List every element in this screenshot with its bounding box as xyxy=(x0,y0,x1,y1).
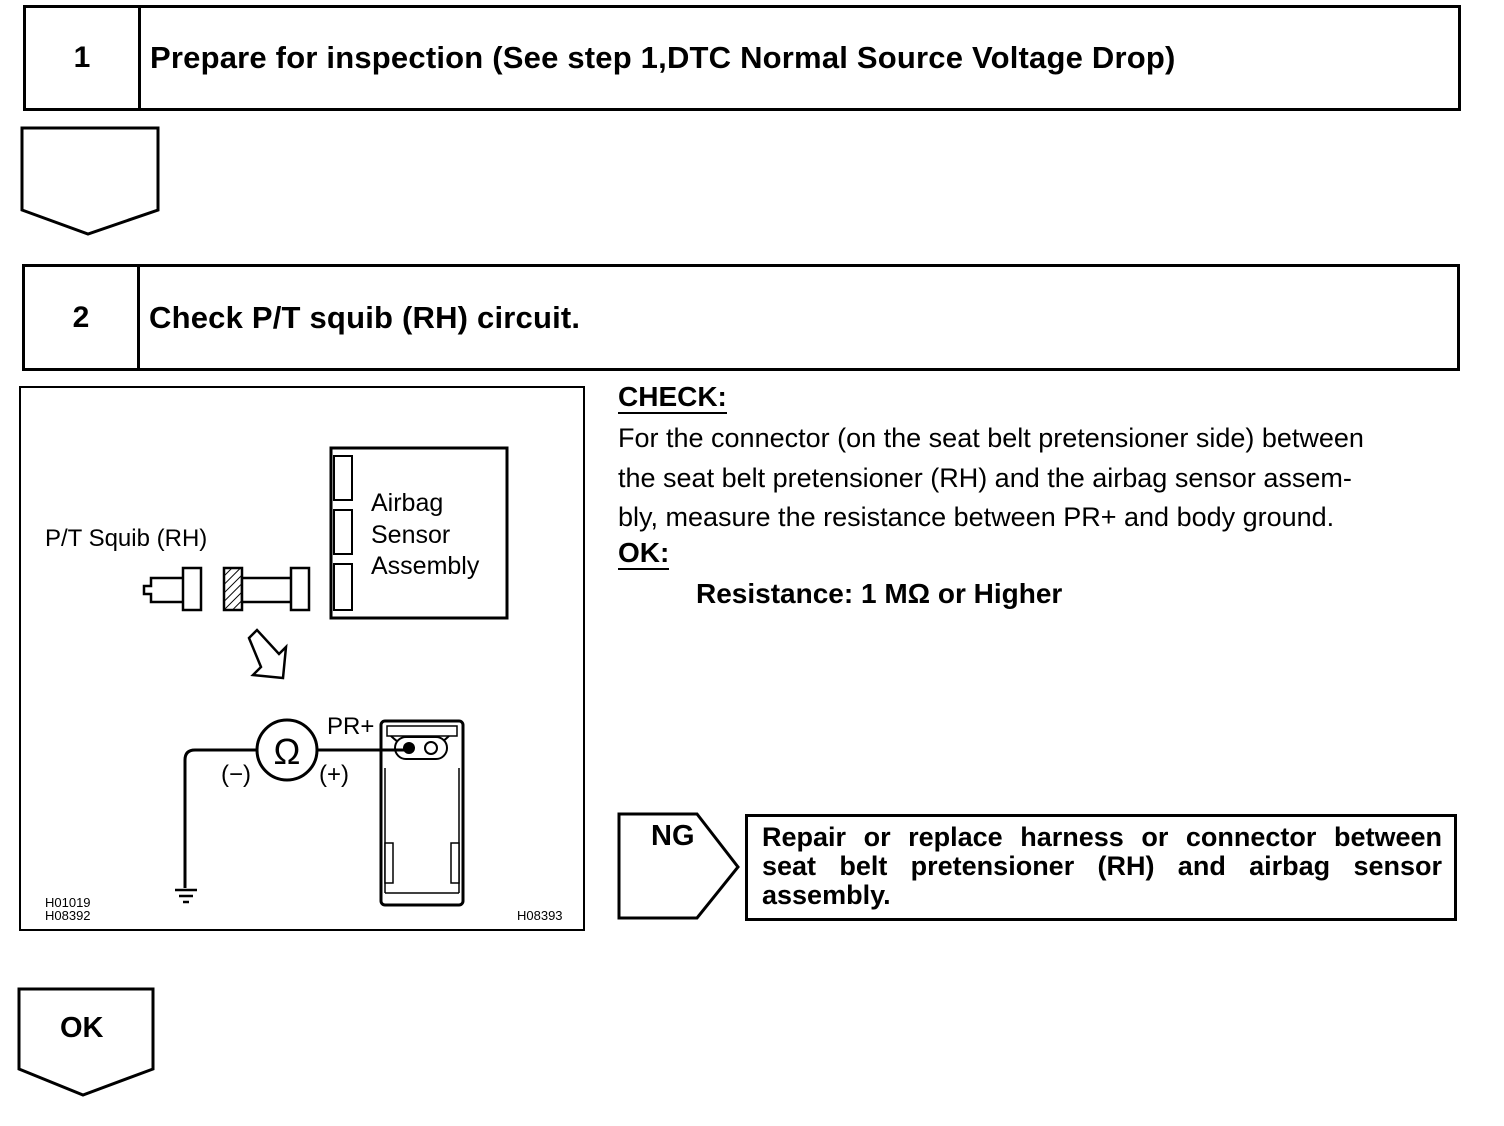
airbag-sensor-box xyxy=(329,446,509,620)
squib-label: P/T Squib (RH) xyxy=(45,525,207,552)
plus-label: (+) xyxy=(319,761,349,788)
ohm-symbol: Ω xyxy=(274,731,301,772)
diagram-panel: Airbag Sensor Assembly P/T Squib (RH) xyxy=(19,386,585,931)
step-1-title: Prepare for inspection (See step 1,DTC N… xyxy=(150,40,1176,75)
code-bottom-left: H08392 xyxy=(45,908,91,923)
check-line-1: For the connector (on the seat belt pret… xyxy=(618,423,1364,453)
step-1-number: 1 xyxy=(26,8,141,108)
code-bottom-right: H08393 xyxy=(517,908,563,923)
sensor-label-line-2: Sensor xyxy=(371,521,450,549)
ng-action-box: Repair or replace harness or connector b… xyxy=(745,814,1457,921)
code-top-left: H01019 xyxy=(45,895,91,910)
ok-arrow xyxy=(17,987,155,1097)
ng-label: NG xyxy=(651,820,695,852)
harness-connector xyxy=(379,719,465,907)
sensor-label-line-1: Airbag xyxy=(371,489,443,517)
circuit-diagram: Airbag Sensor Assembly P/T Squib (RH) xyxy=(45,446,563,923)
squib-plug xyxy=(142,576,161,604)
hatched-connector xyxy=(222,566,244,612)
inspection-arrow-icon xyxy=(247,628,288,680)
step-2-box: 2 Check P/T squib (RH) circuit. xyxy=(22,264,1460,371)
minus-label: (−) xyxy=(221,761,251,788)
ok-arrow-label: OK xyxy=(60,1012,104,1044)
check-line-3: bly, measure the resistance between PR+ … xyxy=(618,502,1335,532)
ng-arrow xyxy=(617,812,740,920)
step-2-title: Check P/T squib (RH) circuit. xyxy=(149,299,581,335)
terminal-label: PR+ xyxy=(327,713,374,740)
ok-spec: Resistance: 1 MΩ or Higher xyxy=(696,577,1063,609)
step-1-box: 1 Prepare for inspection (See step 1,DTC… xyxy=(23,5,1461,111)
ground-icon xyxy=(175,888,197,904)
down-arrow-icon xyxy=(20,126,160,236)
check-heading: CHECK: xyxy=(618,381,727,414)
check-line-2: the seat belt pretensioner (RH) and the … xyxy=(618,462,1352,493)
sensor-label-line-3: Assembly xyxy=(371,552,480,580)
step-2-number: 2 xyxy=(25,267,140,368)
ok-heading: OK: xyxy=(618,536,670,570)
check-section: CHECK: For the connector (on the seat be… xyxy=(618,382,1464,610)
